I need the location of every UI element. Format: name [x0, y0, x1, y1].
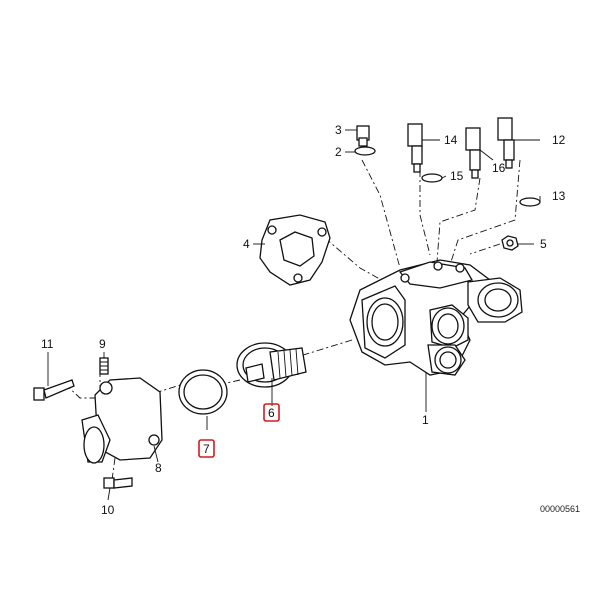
- callout-2[interactable]: 2: [335, 145, 342, 159]
- seal-ring-2[interactable]: [354, 146, 376, 156]
- o-ring[interactable]: [178, 369, 228, 415]
- bleed-screw[interactable]: [99, 357, 109, 375]
- callout-7[interactable]: 7: [203, 442, 210, 456]
- bolt-bottom[interactable]: [103, 477, 133, 489]
- hex-nut[interactable]: [501, 235, 519, 251]
- bolt-left[interactable]: [33, 379, 75, 401]
- callout-9[interactable]: 9: [99, 337, 106, 351]
- thermostat-housing[interactable]: [349, 259, 523, 376]
- temperature-sensor-16[interactable]: [465, 127, 481, 179]
- callout-10[interactable]: 10: [101, 503, 115, 517]
- callout-5[interactable]: 5: [540, 237, 547, 251]
- callout-3[interactable]: 3: [335, 123, 342, 137]
- seal-ring-13[interactable]: [519, 197, 541, 207]
- thermostat[interactable]: [236, 342, 307, 388]
- callout-6-highlight: [263, 403, 280, 422]
- callout-1[interactable]: 1: [422, 413, 429, 427]
- housing-gasket[interactable]: [259, 214, 331, 286]
- callouts: 1 2 3 4 5 6 7 8 9 10 11 12 13 14 15 16: [41, 123, 566, 517]
- thermostat-cover[interactable]: [81, 377, 163, 464]
- callout-7-highlight: [198, 439, 215, 458]
- callout-8[interactable]: 8: [155, 461, 162, 475]
- callout-6[interactable]: 6: [268, 406, 275, 420]
- callout-15[interactable]: 15: [450, 169, 464, 183]
- temperature-sensor-14[interactable]: [407, 123, 423, 173]
- leader-lines: [47, 129, 541, 501]
- callout-13[interactable]: 13: [552, 189, 566, 203]
- screw-plug[interactable]: [356, 125, 370, 147]
- catalog-code: 00000561: [540, 504, 580, 514]
- callout-11[interactable]: 11: [41, 337, 54, 351]
- temperature-sensor-12[interactable]: [497, 117, 515, 169]
- callout-14[interactable]: 14: [444, 133, 458, 147]
- callout-4[interactable]: 4: [243, 237, 250, 251]
- callout-16[interactable]: 16: [492, 161, 506, 175]
- seal-ring-15[interactable]: [421, 173, 443, 183]
- callout-12[interactable]: 12: [552, 133, 566, 147]
